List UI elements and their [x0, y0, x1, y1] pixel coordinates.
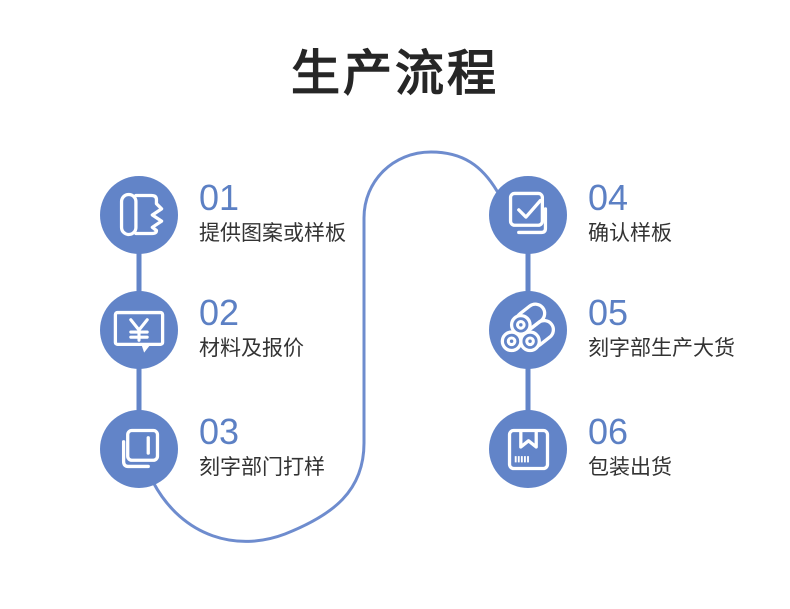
step-row-04: 04 确认样板 [489, 176, 672, 254]
step-text-03: 03 刻字部门打样 [199, 410, 325, 480]
step-row-03: 03 刻字部门打样 [100, 410, 325, 488]
price-quote-bubble-icon [113, 310, 165, 353]
step-number: 03 [199, 411, 240, 452]
step-row-05: 05 刻字部生产大货 [489, 291, 735, 369]
step-circle-06 [489, 410, 567, 488]
step-label: 包装出货 [588, 455, 672, 479]
page-title: 生产流程 [290, 47, 499, 101]
package-box-icon [507, 428, 550, 471]
flow-connector-curve [151, 150, 499, 543]
step-text-02: 02 材料及报价 [199, 291, 304, 361]
step-number: 01 [199, 177, 240, 218]
step-text-05: 05 刻字部生产大货 [588, 291, 735, 361]
material-rolls-icon [500, 302, 556, 353]
step-circle-05 [489, 291, 567, 369]
step-label: 材料及报价 [199, 336, 304, 360]
step-row-02: 02 材料及报价 [100, 291, 304, 369]
step-text-06: 06 包装出货 [588, 410, 672, 480]
step-number: 04 [588, 177, 629, 218]
step-number: 05 [588, 292, 629, 333]
step-circle-04 [489, 176, 567, 254]
step-label: 刻字部生产大货 [588, 336, 735, 360]
step-circle-01 [100, 176, 178, 254]
step-circle-02 [100, 291, 178, 369]
step-text-04: 04 确认样板 [588, 176, 672, 246]
step-circle-03 [100, 410, 178, 488]
step-number: 02 [199, 292, 240, 333]
step-label: 提供图案或样板 [199, 221, 346, 245]
step-label: 确认样板 [588, 221, 672, 245]
step-row-01: 01 提供图案或样板 [100, 176, 346, 254]
step-number: 06 [588, 411, 629, 452]
sample-sheets-icon [121, 428, 160, 469]
step-text-01: 01 提供图案或样板 [199, 176, 346, 246]
step-label: 刻字部门打样 [199, 455, 325, 479]
fabric-roll-icon [119, 192, 164, 237]
check-square-icon [508, 191, 548, 235]
step-row-06: 06 包装出货 [489, 410, 672, 488]
